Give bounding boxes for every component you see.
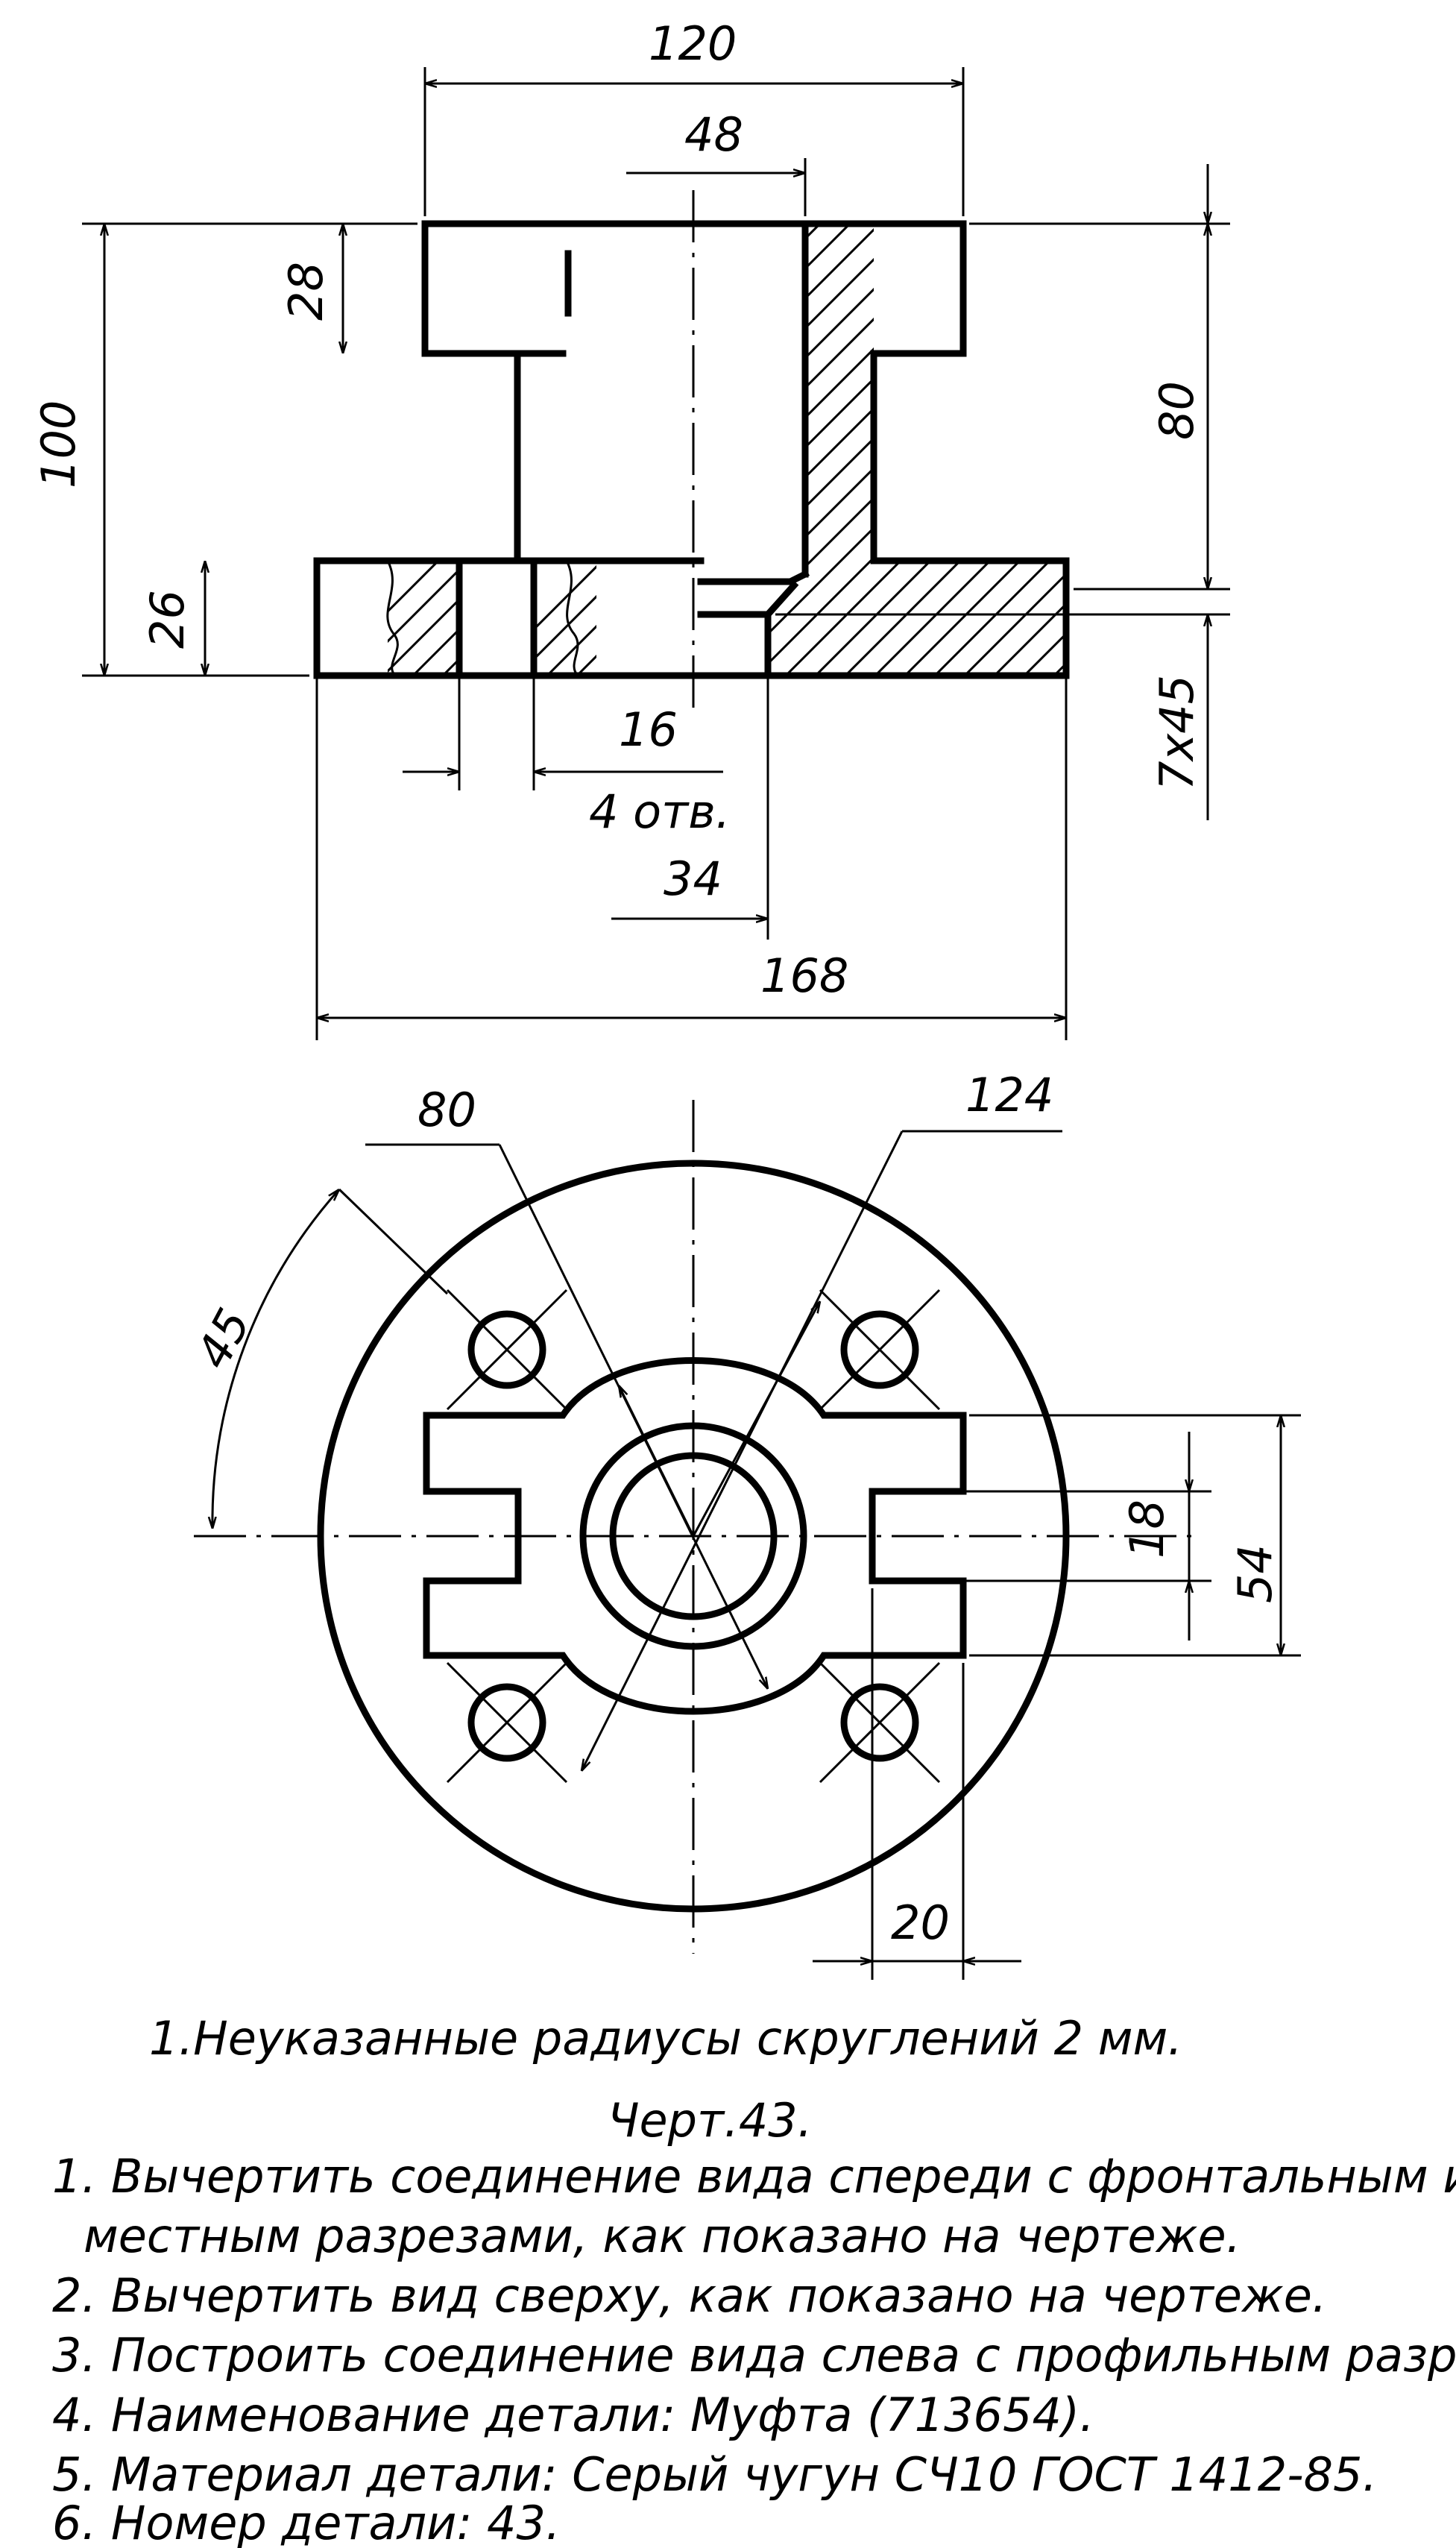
dim-168-label: 168 [760,949,848,1003]
front-view: 120 48 28 100 26 8 [31,16,1230,1040]
dim-chamfer-label: 7x45 [1150,675,1204,790]
task-3: 3. Построить соединение вида слева с про… [52,2328,1456,2382]
dim-16-label: 16 [619,702,678,757]
task-6: 6. Номер детали: 43. [52,2496,561,2548]
dim-20-label: 20 [891,1896,950,1950]
dim-26-label: 26 [140,590,195,649]
task-2: 2. Вычертить вид сверху, как показано на… [52,2268,1327,2323]
section-hatching [388,224,1066,676]
bore-circle [609,1452,778,1620]
front-outline [313,220,1070,679]
dim-angle-45-label: 45 [186,1300,261,1377]
dim-34: 34 [611,676,769,940]
hub-outline [423,1357,967,1715]
dim-28: 28 [279,224,343,353]
top-view: 80 124 45 18 54 [186,1068,1301,1980]
dim-124-label: 124 [965,1068,1053,1122]
dim-chamfer: 7x45 [775,613,1230,820]
dim-28-label: 28 [279,262,333,321]
dim-168: 168 [315,676,1068,1040]
task-1-continued: местным разрезами, как показано на черте… [83,2209,1241,2263]
task-4: 4. Наименование детали: Муфта (713654). [52,2388,1094,2442]
hole-count-label: 4 отв. [589,784,730,839]
dim-80-height: 80 [969,164,1230,591]
dim-18: 18 [880,1432,1211,1641]
bolt-holes [446,1289,941,1784]
dim-20: 20 [813,1588,1021,1980]
break-line-left [386,560,399,677]
sheet-label: Черт.43. [608,2093,812,2148]
task-1: 1. Вычертить соединение вида спереди с ф… [52,2149,1456,2203]
dim-100-label: 100 [31,400,86,488]
dim-angle-45: 45 [186,1189,449,1529]
dim-80-diameter-label: 80 [417,1083,476,1137]
fillet-note: 1.Неуказанные радиусы скруглений 2 мм. [149,2011,1182,2066]
dim-34-label: 34 [664,852,722,906]
task-5: 5. Материал детали: Серый чугун СЧ10 ГОС… [52,2447,1377,2502]
dim-120-label: 120 [649,16,737,71]
dim-100: 100 [31,222,417,677]
dim-120: 120 [423,16,965,216]
dim-80-height-label: 80 [1150,381,1204,440]
dim-48-label: 48 [684,107,743,162]
bolt-hole [467,1310,546,1389]
bolt-hole [840,1683,919,1762]
dim-18-label: 18 [1120,1500,1174,1558]
dim-124: 124 [582,1068,1062,1771]
dim-48: 48 [626,107,807,216]
bolt-hole [840,1310,919,1389]
flange-circle [317,1160,1070,1913]
break-line-right [565,560,579,677]
dim-54: 54 [969,1414,1301,1657]
dim-26: 26 [140,561,205,676]
dim-80-diameter: 80 [365,1083,768,1689]
dim-54-label: 54 [1228,1544,1282,1603]
bolt-hole [467,1683,546,1762]
dim-16: 16 4 отв. [403,676,730,839]
notes: 1.Неуказанные радиусы скруглений 2 мм. Ч… [52,2011,1456,2548]
hub-outer-circle [579,1422,807,1650]
